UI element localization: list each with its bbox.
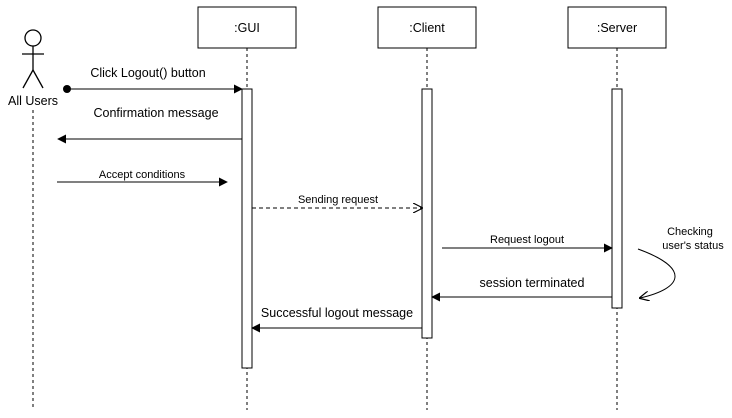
message-accept: Accept conditions bbox=[57, 169, 228, 187]
message-session-terminated: session terminated bbox=[431, 276, 612, 302]
actor-left-leg bbox=[22, 69, 34, 89]
actor-head bbox=[24, 29, 42, 47]
message-request-logout: Request logout bbox=[442, 234, 613, 253]
message-sending: Sending request bbox=[252, 194, 422, 208]
note-checking-status: Checking user's status bbox=[637, 226, 724, 298]
actor-label: All Users bbox=[8, 94, 58, 108]
message-successful-logout: Successful logout message bbox=[251, 306, 422, 333]
message-click-logout-label: Click Logout() button bbox=[90, 66, 205, 80]
lifeline-gui: :GUI bbox=[197, 6, 297, 410]
client-activation-bar bbox=[421, 88, 433, 339]
gui-header-box bbox=[197, 6, 297, 49]
note-line-2: user's status bbox=[662, 240, 724, 252]
lifeline-server: :Server bbox=[567, 6, 667, 410]
message-sending-label: Sending request bbox=[298, 194, 378, 206]
message-confirmation-label: Confirmation message bbox=[93, 106, 218, 120]
server-activation-bar bbox=[611, 88, 623, 309]
note-curved-arrow bbox=[637, 248, 676, 298]
message-session-terminated-label: session terminated bbox=[480, 276, 585, 290]
client-header-label: :Client bbox=[409, 21, 445, 35]
message-click-logout: Click Logout() button bbox=[63, 66, 243, 94]
gui-activation-bar bbox=[241, 88, 253, 369]
actor-right-leg bbox=[32, 69, 44, 89]
message-request-logout-label: Request logout bbox=[490, 234, 564, 246]
server-header-label: :Server bbox=[597, 21, 637, 35]
server-header-box bbox=[567, 6, 667, 49]
note-line-1: Checking bbox=[667, 226, 713, 238]
message-successful-logout-label: Successful logout message bbox=[261, 306, 413, 320]
message-confirmation: Confirmation message bbox=[57, 106, 242, 144]
client-header-box bbox=[377, 6, 477, 49]
gui-header-label: :GUI bbox=[234, 21, 260, 35]
lifeline-client: :Client bbox=[377, 6, 477, 410]
message-accept-label: Accept conditions bbox=[99, 169, 186, 181]
actor-all-users: All Users bbox=[8, 29, 58, 410]
